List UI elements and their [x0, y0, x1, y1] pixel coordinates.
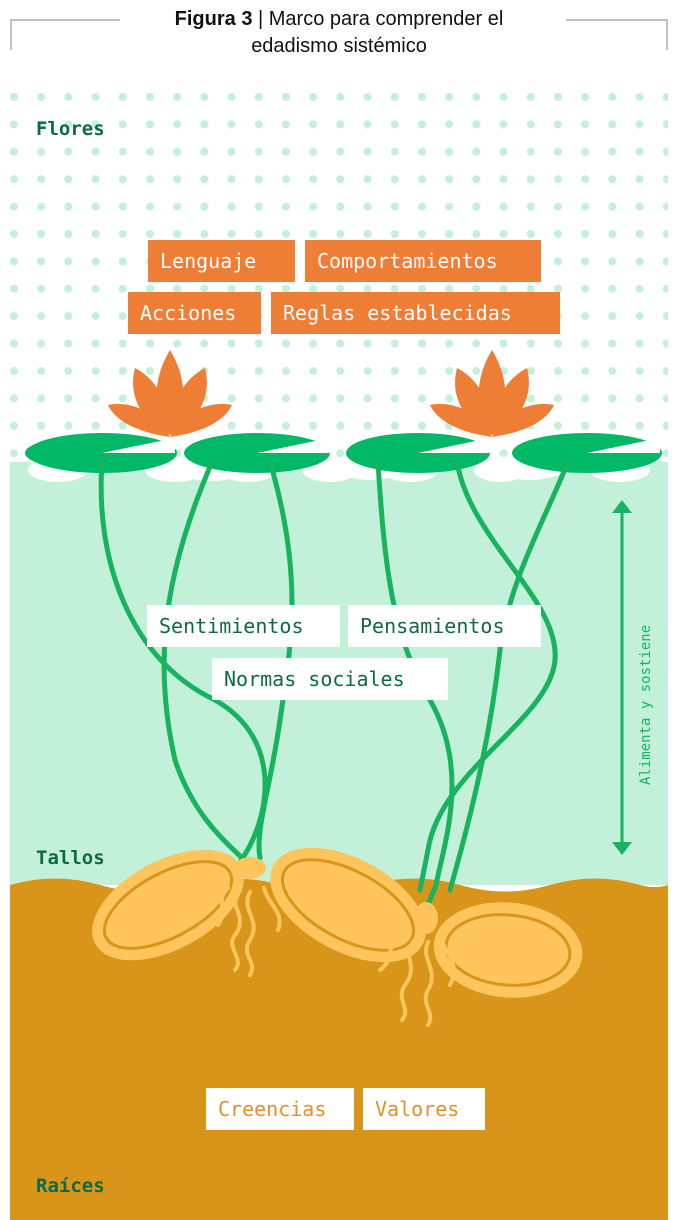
flower-label-lenguaje: Lenguaje	[148, 240, 295, 282]
section-flowers-label: Flores	[36, 118, 105, 140]
root-hairs	[216, 886, 456, 1027]
section-roots-label: Raíces	[36, 1175, 105, 1197]
root-tubers	[92, 847, 583, 998]
title-frame-right	[566, 19, 668, 50]
side-label-feeds: Alimenta y sostiene	[638, 624, 654, 785]
stem-label-normas: Normas sociales	[212, 658, 448, 700]
flower-left	[108, 350, 232, 437]
stem-label-pensamientos: Pensamientos	[348, 605, 541, 647]
flower-label-reglas: Reglas establecidas	[271, 292, 560, 334]
figure-number: Figura 3	[174, 8, 253, 30]
root-label-creencias: Creencias	[206, 1088, 354, 1130]
title-frame-left	[10, 19, 120, 50]
figure-title: Figura 3 | Marco para comprender el edad…	[0, 6, 678, 60]
flower-right	[430, 350, 554, 437]
title-line-2: edadismo sistémico	[251, 35, 427, 57]
title-separator: |	[252, 8, 269, 30]
double-arrow	[612, 500, 632, 855]
root-label-valores: Valores	[363, 1088, 485, 1130]
section-stems-label: Tallos	[36, 847, 105, 869]
flower-label-comportamientos: Comportamientos	[305, 240, 541, 282]
title-line-1: Marco para comprender el	[268, 8, 504, 30]
flower-label-acciones: Acciones	[128, 292, 261, 334]
root-knots	[234, 857, 438, 934]
stems	[98, 459, 571, 908]
stem-label-sentimientos: Sentimientos	[147, 605, 340, 647]
pad-notches	[102, 438, 660, 453]
